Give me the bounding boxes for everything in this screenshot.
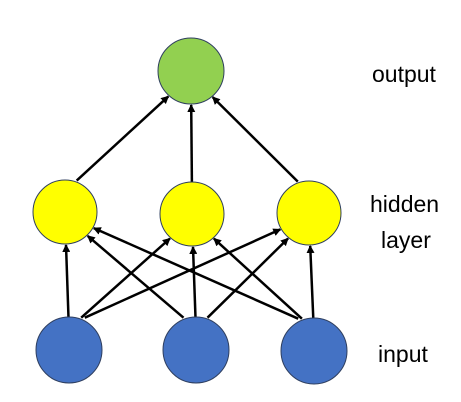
output-layer-label: output: [372, 61, 437, 87]
nodes-group: [32, 37, 348, 385]
edge-input-2-to-hidden-2: [189, 246, 198, 318]
edge-input-1-to-hidden-3: [84, 228, 282, 319]
edge-input-2-to-hidden-1: [86, 234, 185, 319]
input-node-2: [162, 316, 230, 384]
hidden-layer-label-line2: layer: [381, 227, 431, 253]
edge-input-1-to-hidden-1: [62, 244, 71, 318]
edges-group: [62, 95, 315, 320]
input-node-3: [280, 317, 348, 385]
hidden-node-2: [159, 181, 225, 247]
input-layer-label: input: [378, 341, 428, 367]
hidden-node-3: [276, 180, 342, 246]
hidden-node-1: [32, 179, 98, 245]
edge-hidden-1-to-output-1: [75, 95, 170, 182]
output-node-1: [157, 37, 225, 105]
edge-input-3-to-hidden-2: [213, 237, 303, 320]
edge-hidden-3-to-output-1: [211, 96, 299, 183]
edge-hidden-2-to-output-1: [187, 104, 196, 183]
edge-input-1-to-hidden-2: [80, 237, 171, 319]
edge-input-2-to-hidden-3: [206, 237, 289, 319]
edge-input-3-to-hidden-3: [306, 245, 315, 319]
input-node-1: [35, 316, 103, 384]
edge-input-3-to-hidden-1: [92, 226, 299, 320]
hidden-layer-label-line1: hidden: [370, 191, 439, 217]
